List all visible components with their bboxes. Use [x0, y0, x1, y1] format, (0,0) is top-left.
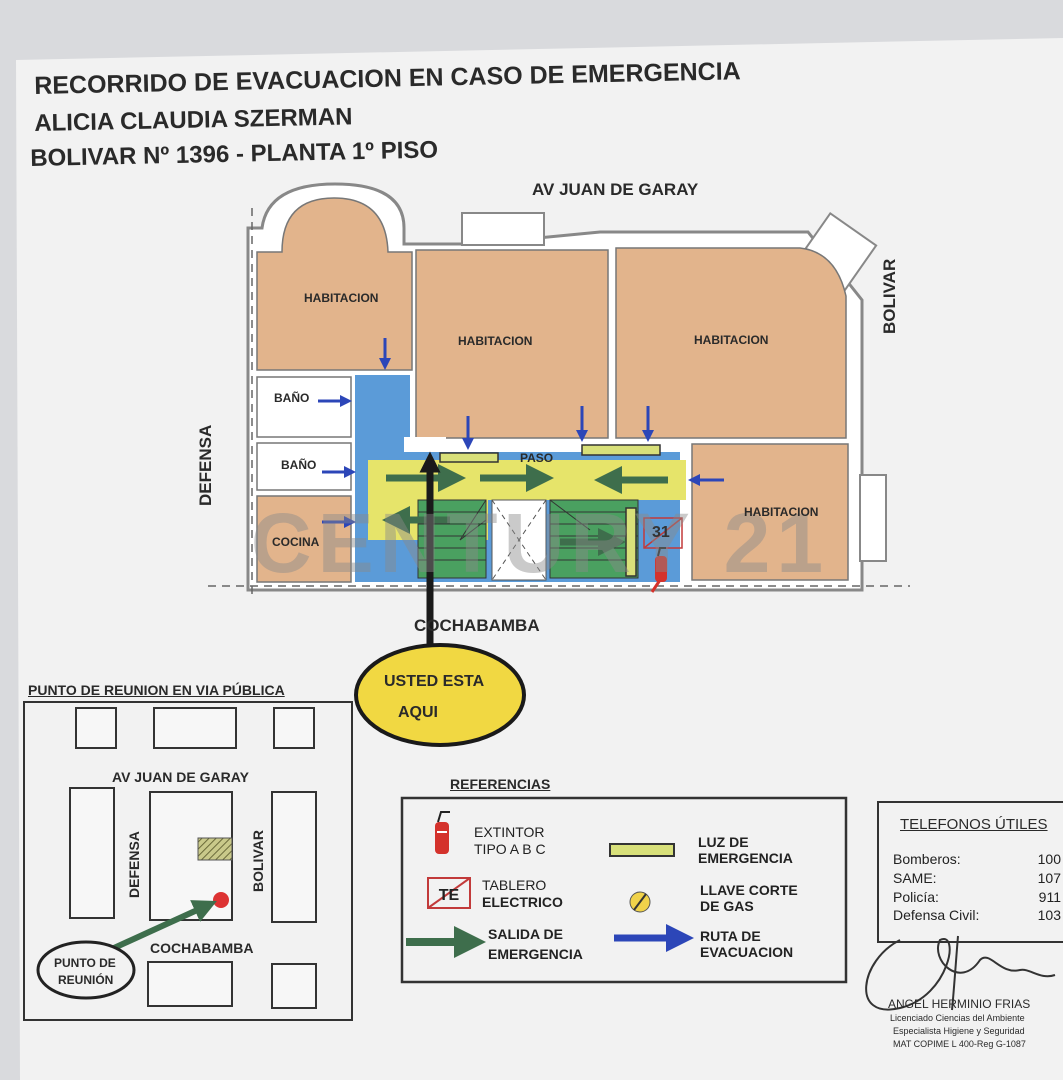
ref-extinguisher-icon [435, 811, 450, 854]
meeting-point-marker [36, 940, 136, 1000]
phone-name: Defensa Civil: [893, 907, 980, 923]
balcony-top [461, 212, 545, 246]
ref-gas-icon [629, 891, 651, 913]
ref-panel-icon [427, 877, 471, 909]
phones-frame [877, 801, 1063, 943]
room-habitacion-3 [615, 247, 847, 439]
room-label-habitacion-3: HABITACION [694, 333, 769, 347]
ref-tablero-line1: TABLERO [482, 877, 547, 893]
signature-line2: Especialista Higiene y Seguridad [893, 1026, 1025, 1036]
meeting-point-arrow [112, 900, 217, 951]
ref-salida-line2: EMERGENCIA [488, 946, 583, 962]
meeting-building-hatch [197, 837, 233, 861]
meeting-street-left: DEFENSA [126, 831, 142, 898]
ref-ruta-line1: RUTA DE [700, 928, 761, 944]
room-bano-2 [256, 442, 352, 491]
room-label-habitacion-2: HABITACION [458, 334, 533, 348]
emergency-light-stairs [625, 507, 637, 577]
street-top: AV JUAN DE GARAY [532, 180, 699, 199]
phone-number: 911 [1038, 889, 1061, 905]
phone-row-bomberos: Bomberos: 100 [893, 851, 1061, 867]
door-gap [404, 437, 446, 451]
meeting-street-right: BOLIVAR [250, 830, 266, 892]
meeting-point-dot [213, 892, 229, 908]
references-title: REFERENCIAS [450, 776, 551, 792]
ref-gas-line2: DE GAS [700, 898, 754, 914]
signature-name: ANGEL HERMINIO FRIAS [888, 997, 1031, 1011]
room-label-paso: PASO [520, 451, 554, 465]
room-label-cocina: COCINA [272, 535, 320, 549]
room-habitacion-2 [415, 249, 609, 439]
phone-row-same: SAME: 107 [893, 870, 1061, 886]
room-cocina [256, 495, 352, 583]
street-left: DEFENSA [196, 424, 215, 506]
signature-scribble [865, 938, 1056, 1011]
ref-extintor-line2: TIPO A B C [474, 841, 546, 857]
meeting-marker-line1: PUNTO DE [54, 956, 116, 970]
fire-extinguisher-plan [650, 547, 667, 593]
electrical-panel-label: 31 [652, 524, 670, 541]
phones-title: TELEFONOS ÚTILES [900, 816, 1048, 833]
meeting-map-title: PUNTO DE REUNION EN VIA PÚBLICA [28, 682, 285, 698]
phone-row-policia: Policía: 911 [893, 889, 1061, 905]
phone-number: 100 [1037, 851, 1061, 867]
emergency-light-2 [581, 444, 661, 456]
room-bano-1 [256, 376, 352, 438]
ref-luz-line1: LUZ DE [698, 834, 749, 850]
signature-line3: MAT COPIME L 400-Reg G-1087 [893, 1039, 1026, 1049]
ref-ruta-line2: EVACUACION [700, 944, 794, 960]
evacuation-arrows [318, 338, 724, 528]
emergency-light-1 [439, 452, 499, 463]
phone-number: 107 [1037, 870, 1061, 886]
ref-luz-line2: EMERGENCIA [698, 850, 793, 866]
room-label-habitacion-4: HABITACION [744, 505, 819, 519]
ref-extintor-line1: EXTINTOR [474, 824, 545, 840]
phone-name: Bomberos: [893, 851, 961, 867]
you-are-here-line1: USTED ESTA [384, 673, 485, 690]
ref-light-icon [609, 843, 675, 857]
you-are-here-line2: AQUI [398, 704, 438, 721]
phone-row-defensa-civil: Defensa Civil: 103 [893, 907, 1061, 923]
room-label-habitacion-1: HABITACION [304, 291, 379, 305]
ref-panel-icon-label: TE [439, 887, 460, 904]
phone-number: 103 [1037, 907, 1061, 923]
meeting-marker-line2: REUNIÓN [58, 973, 114, 987]
you-are-here-bubble [354, 643, 526, 747]
street-bottom: COCHABAMBA [414, 616, 540, 635]
meeting-street-bottom: COCHABAMBA [150, 940, 254, 956]
exit-arrows [382, 464, 668, 556]
room-label-bano-1: BAÑO [274, 391, 310, 405]
room-habitacion-1 [256, 197, 413, 371]
room-habitacion-4 [691, 443, 849, 581]
ref-salida-line1: SALIDA DE [488, 926, 563, 942]
room-label-bano-2: BAÑO [281, 458, 317, 472]
balcony-right [859, 474, 887, 562]
phone-name: Policía: [893, 889, 939, 905]
meeting-street-top: AV JUAN DE GARAY [112, 769, 249, 785]
watermark: CENTURY 21 [251, 496, 829, 590]
ref-gas-line1: LLAVE CORTE [700, 882, 798, 898]
signature-line1: Licenciado Ciencias del Ambiente [890, 1013, 1025, 1023]
street-right: BOLIVAR [880, 258, 899, 334]
ref-tablero-line2: ELECTRICO [482, 894, 563, 910]
phone-name: SAME: [893, 870, 937, 886]
